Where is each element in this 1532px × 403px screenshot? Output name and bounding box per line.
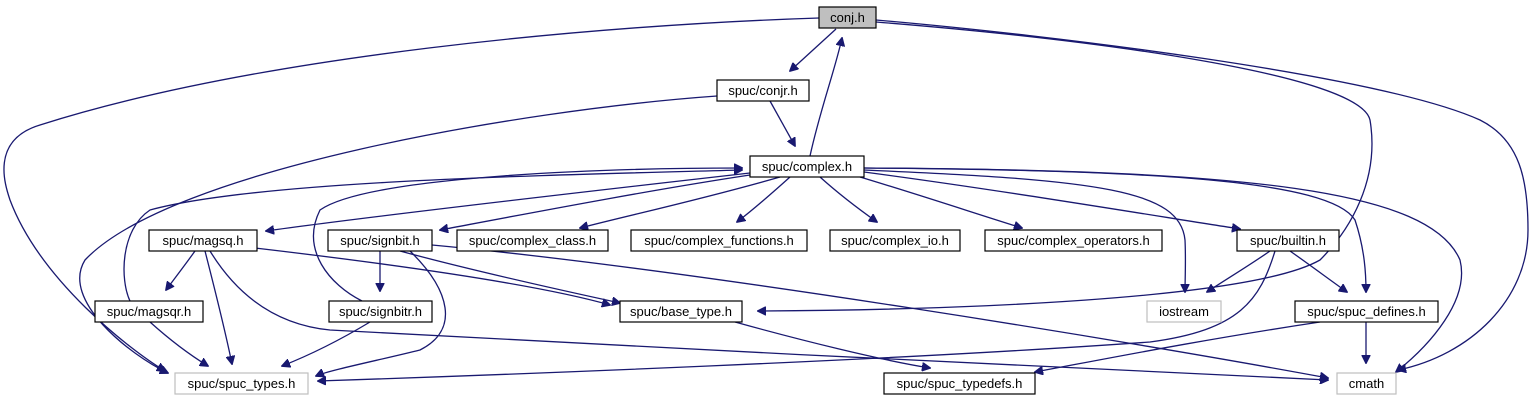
node-builtin[interactable]: spuc/builtin.h xyxy=(1236,229,1340,252)
edge-complex-to-cmath xyxy=(863,167,1463,372)
node-box xyxy=(94,300,204,323)
node-complex-class[interactable]: spuc/complex_class.h xyxy=(456,229,609,252)
edge-signbit-to-cmath xyxy=(431,244,1328,378)
node-box xyxy=(984,229,1163,252)
node-spuc-types[interactable]: spuc/spuc_types.h xyxy=(174,372,309,395)
node-label: spuc/signbit.h xyxy=(340,233,420,248)
node-label: spuc/complex_operators.h xyxy=(997,233,1149,248)
node-label: cmath xyxy=(1349,376,1384,391)
edge-complex-to-iostream xyxy=(863,169,1185,292)
node-label: spuc/signbitr.h xyxy=(339,304,422,319)
node-label: spuc/builtin.h xyxy=(1250,233,1326,248)
node-complex[interactable]: spuc/complex.h xyxy=(749,155,865,178)
node-cmath[interactable]: cmath xyxy=(1336,372,1397,395)
edge-complex-to-magsq xyxy=(266,172,751,231)
node-magsq[interactable]: spuc/magsq.h xyxy=(148,229,258,252)
edge-magsq-to-spuc_types xyxy=(204,250,232,364)
node-box xyxy=(1146,300,1222,323)
node-spuc-defines[interactable]: spuc/spuc_defines.h xyxy=(1294,300,1439,323)
node-label: spuc/complex_class.h xyxy=(469,233,596,248)
edge-builtin-to-spuc_defines xyxy=(1289,250,1347,292)
node-box xyxy=(174,372,309,395)
edge-complex-to-complex_operators xyxy=(859,176,1022,228)
edge-complex-to-builtin xyxy=(863,171,1240,229)
node-box xyxy=(619,300,743,323)
edge-complex-to-complex_class xyxy=(580,176,781,228)
node-label: spuc/base_type.h xyxy=(630,304,732,319)
node-signbitr[interactable]: spuc/signbitr.h xyxy=(328,300,433,323)
node-box xyxy=(883,372,1036,395)
node-label: spuc/complex_functions.h xyxy=(644,233,794,248)
node-box xyxy=(1336,372,1397,395)
node-label: spuc/spuc_types.h xyxy=(188,376,296,391)
edge-base_type-to-spuc_typedefs xyxy=(734,321,930,368)
edge-magsq-to-magsqr xyxy=(166,250,196,290)
node-box xyxy=(1236,229,1340,252)
node-complex-functions[interactable]: spuc/complex_functions.h xyxy=(630,229,808,252)
node-signbit[interactable]: spuc/signbit.h xyxy=(327,229,433,252)
edge-conj-to-conjr xyxy=(790,28,837,71)
node-box xyxy=(818,6,877,29)
edge-complex-to-signbit xyxy=(440,174,751,230)
edge-magsqr-to-complex xyxy=(123,170,742,302)
node-box xyxy=(148,229,258,252)
edge-conjr-to-complex xyxy=(769,100,795,146)
node-label: spuc/conjr.h xyxy=(728,83,797,98)
node-label: spuc/magsq.h xyxy=(163,233,244,248)
edge-complex-to-complex_io xyxy=(819,176,877,222)
edge-magsq-to-cmath xyxy=(209,250,1328,380)
node-box xyxy=(1294,300,1439,323)
edge-complex-to-complex_functions xyxy=(737,176,791,222)
node-conjr[interactable]: spuc/conjr.h xyxy=(716,79,810,102)
node-box xyxy=(630,229,808,252)
edge-complex-to-conj xyxy=(809,38,842,157)
nodes-layer: conj.h spuc/conjr.h spuc/complex.h spuc/mag… xyxy=(94,6,1439,395)
edge-magsq-to-base_type xyxy=(254,247,610,305)
edge-signbitr-to-spuc_types xyxy=(282,321,371,366)
edge-conj-to-spuc_types xyxy=(3,17,820,371)
node-label: spuc/complex_io.h xyxy=(841,233,949,248)
node-box xyxy=(749,155,865,178)
node-iostream[interactable]: iostream xyxy=(1146,300,1222,323)
edge-magsqr-to-spuc_types xyxy=(149,321,208,366)
edge-spuc_defines-to-spuc_typedefs xyxy=(1035,321,1321,372)
node-label: spuc/spuc_defines.h xyxy=(1307,304,1426,319)
node-label: iostream xyxy=(1159,304,1209,319)
edge-builtin-to-spuc_types xyxy=(318,250,1276,381)
node-label: spuc/spuc_typedefs.h xyxy=(897,376,1023,391)
node-box xyxy=(716,79,810,102)
node-complex-operators[interactable]: spuc/complex_operators.h xyxy=(984,229,1163,252)
node-spuc-typedefs[interactable]: spuc/spuc_typedefs.h xyxy=(883,372,1036,395)
edge-builtin-to-iostream xyxy=(1207,250,1271,292)
node-box xyxy=(456,229,609,252)
node-conj[interactable]: conj.h xyxy=(818,6,877,29)
edge-conjr-to-spuc_types xyxy=(79,95,718,373)
edge-signbit-to-spuc_types xyxy=(316,250,447,376)
node-label: spuc/magsqr.h xyxy=(107,304,192,319)
edge-signbitr-to-complex xyxy=(312,168,742,302)
node-magsqr[interactable]: spuc/magsqr.h xyxy=(94,300,204,323)
node-base-type[interactable]: spuc/base_type.h xyxy=(619,300,743,323)
edge-signbit-to-base_type xyxy=(399,250,620,303)
node-box xyxy=(327,229,433,252)
node-complex-io[interactable]: spuc/complex_io.h xyxy=(829,229,961,252)
edge-conj-to-cmath xyxy=(875,19,1529,370)
node-label: conj.h xyxy=(830,10,865,25)
node-box xyxy=(829,229,961,252)
edges-layer xyxy=(3,17,1529,381)
node-label: spuc/complex.h xyxy=(762,159,852,174)
node-box xyxy=(328,300,433,323)
